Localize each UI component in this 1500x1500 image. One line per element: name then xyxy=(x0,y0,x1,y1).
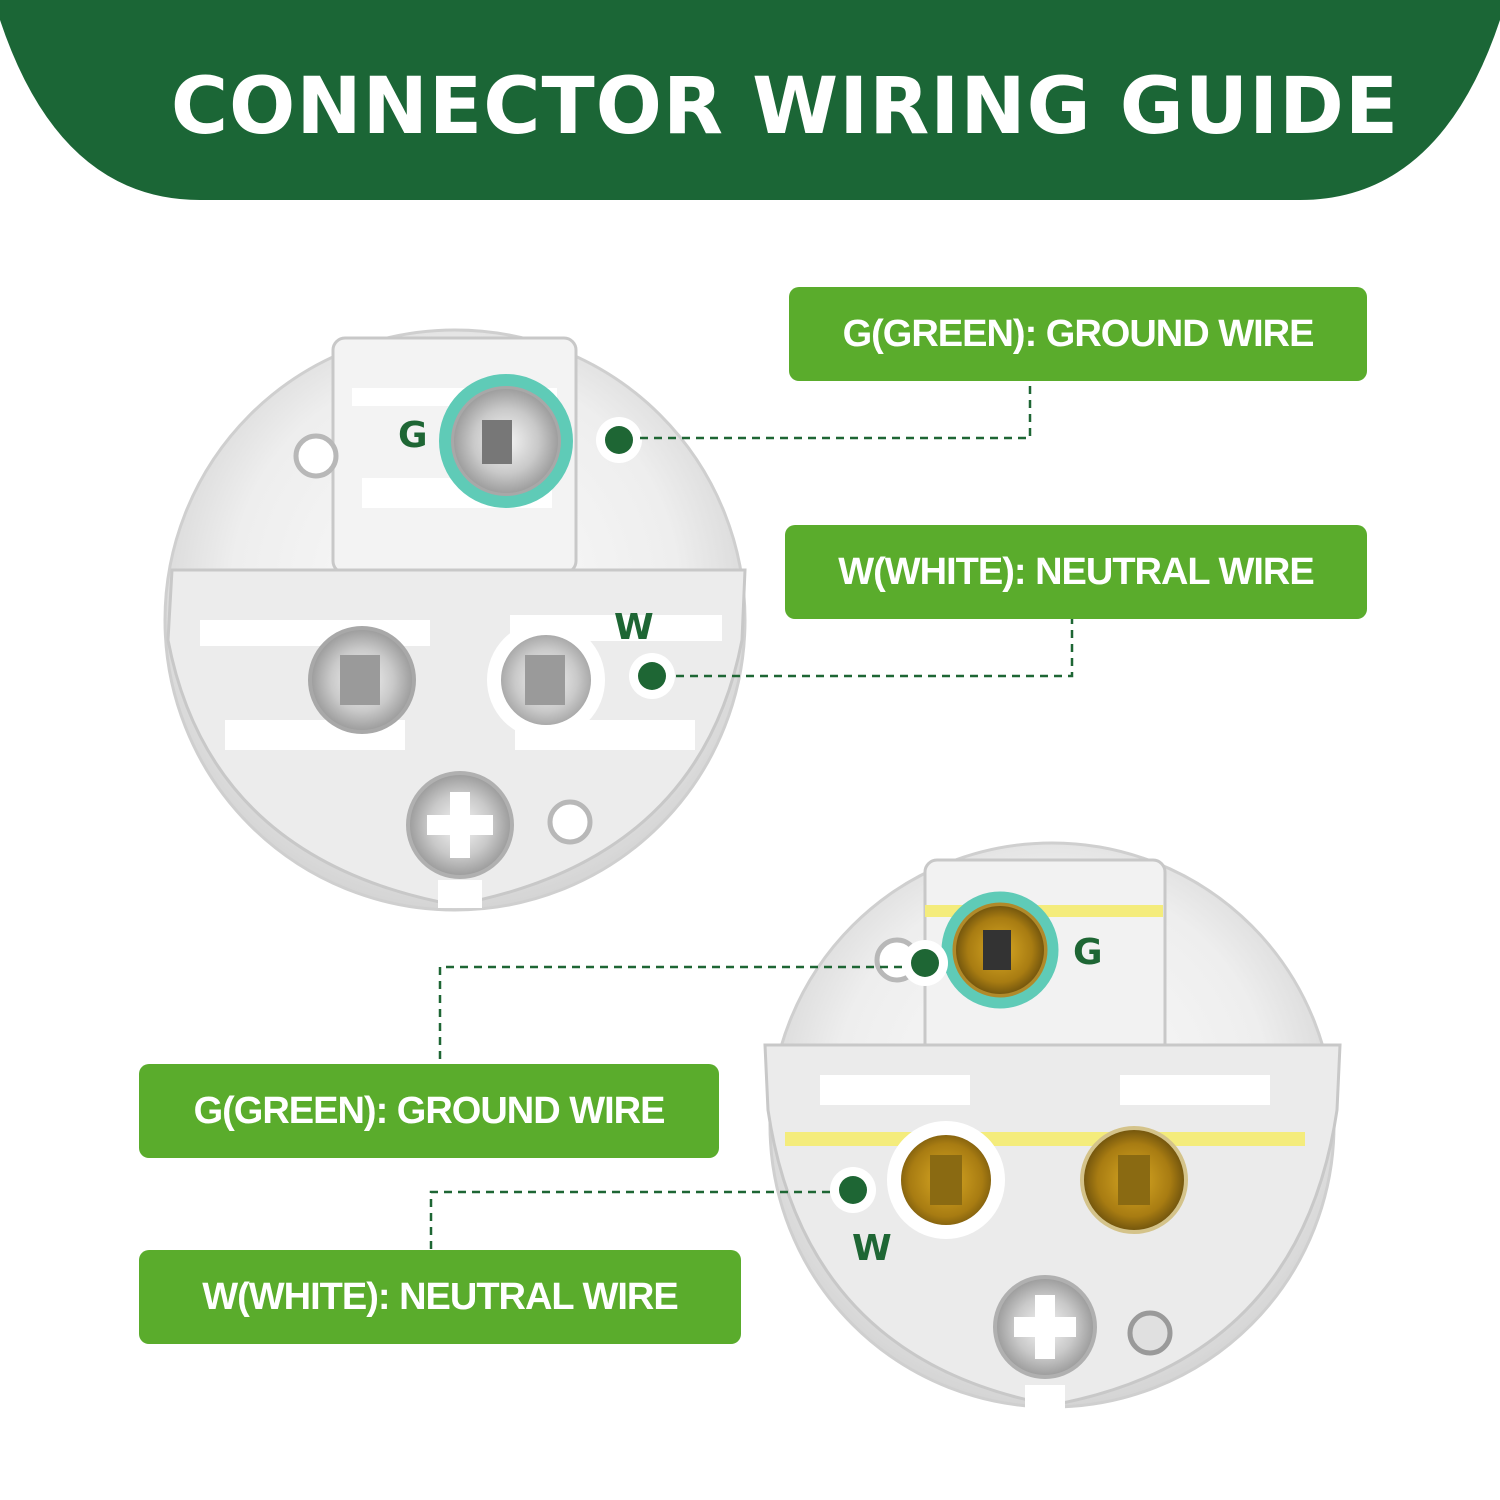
top-neutral-terminal xyxy=(487,621,605,739)
top-screw xyxy=(406,771,514,908)
top-ground-leader xyxy=(596,378,1032,463)
top-connector-body xyxy=(163,328,747,912)
bottom-neutral-pin-letter: W xyxy=(852,1228,892,1269)
bottom-ground-label: G(GREEN): GROUND WIRE xyxy=(139,1064,719,1158)
top-neutral-leader xyxy=(629,615,1074,699)
bottom-hot-terminal-right xyxy=(1080,1126,1188,1234)
header-banner: CONNECTOR WIRING GUIDE xyxy=(0,0,1500,205)
top-ground-label: G(GREEN): GROUND WIRE xyxy=(789,287,1367,381)
top-hot-terminal-left xyxy=(308,626,416,734)
bottom-neutral-leader xyxy=(429,1167,876,1250)
bottom-ground-pin-letter: G xyxy=(1073,932,1103,973)
top-ground-terminal xyxy=(439,374,573,508)
bottom-neutral-label: W(WHITE): NEUTRAL WIRE xyxy=(139,1250,741,1344)
bottom-ground-leader xyxy=(438,940,948,1063)
bottom-neutral-terminal xyxy=(887,1121,1005,1239)
top-neutral-label: W(WHITE): NEUTRAL WIRE xyxy=(785,525,1367,619)
bottom-screw xyxy=(993,1275,1097,1409)
top-neutral-pin-letter: W xyxy=(614,607,654,648)
bottom-ground-terminal xyxy=(941,891,1059,1009)
top-ground-pin-letter: G xyxy=(398,415,428,456)
header-background xyxy=(0,0,1500,200)
page-title: CONNECTOR WIRING GUIDE xyxy=(170,62,1400,152)
